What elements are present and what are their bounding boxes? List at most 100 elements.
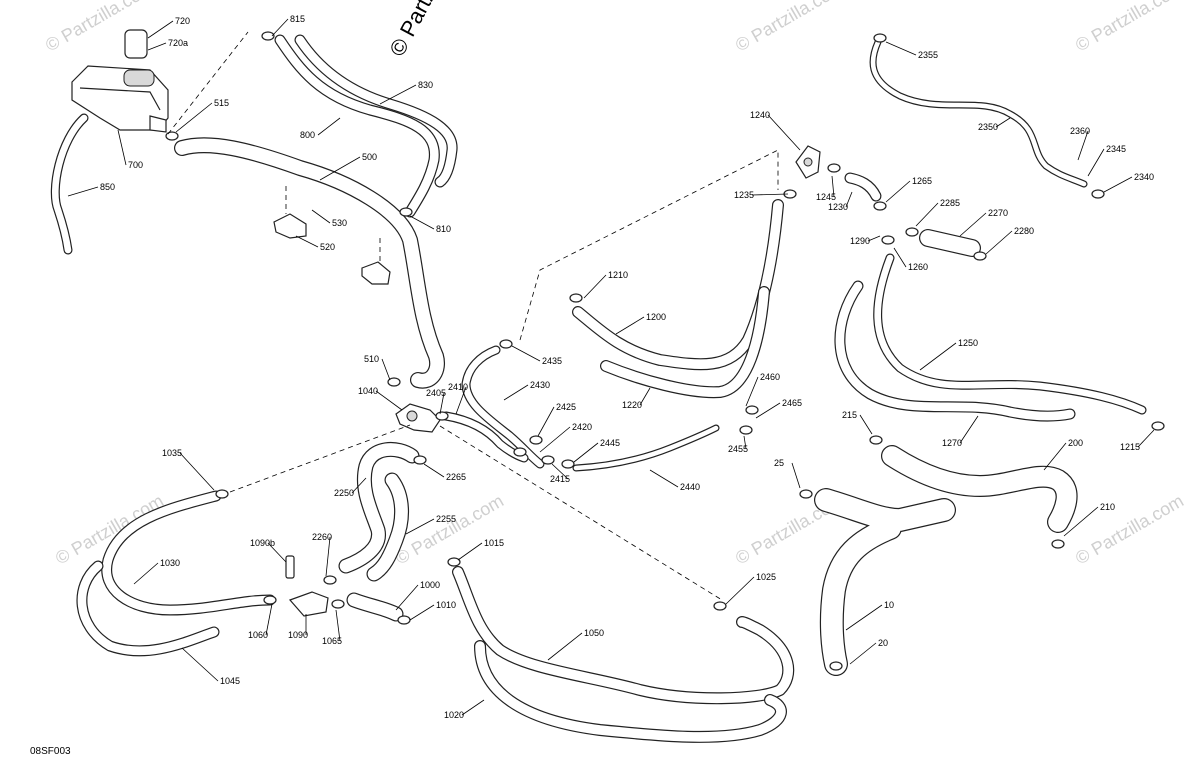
callout-label: 1035 bbox=[162, 448, 182, 458]
callout-2280: 2280 bbox=[985, 226, 1034, 255]
leader-line bbox=[405, 518, 435, 535]
clamp-2455 bbox=[739, 425, 753, 435]
hose-500 bbox=[174, 137, 445, 389]
callout-2420: 2420 bbox=[539, 422, 592, 453]
watermark-7: © Partzilla.com bbox=[1072, 490, 1187, 568]
hose-2270 bbox=[919, 229, 981, 257]
callout-label: 2340 bbox=[1134, 172, 1154, 182]
leader-line bbox=[395, 584, 419, 611]
reservoir-cap-icon bbox=[124, 29, 148, 59]
callout-label: 2445 bbox=[600, 438, 620, 448]
callout-2255: 2255 bbox=[405, 514, 456, 535]
callout-label: 2465 bbox=[782, 398, 802, 408]
leader-line bbox=[181, 647, 219, 682]
callout-1030: 1030 bbox=[133, 558, 180, 585]
callout-label: 1265 bbox=[912, 176, 932, 186]
callout-label: 25 bbox=[774, 458, 784, 468]
callout-1015: 1015 bbox=[457, 538, 504, 561]
callout-1270: 1270 bbox=[942, 415, 979, 448]
callout-label: 1260 bbox=[908, 262, 928, 272]
hose-1050 bbox=[452, 566, 795, 705]
callout-label: 20 bbox=[878, 638, 888, 648]
callout-1215: 1215 bbox=[1120, 429, 1155, 452]
leader-line bbox=[743, 435, 747, 450]
hose-200 bbox=[881, 445, 1078, 533]
leader-line bbox=[379, 84, 417, 105]
leader-line bbox=[335, 609, 341, 642]
leader-line bbox=[745, 376, 759, 407]
leader-line bbox=[767, 114, 801, 151]
partzilla-watermark: © Partzilla.com bbox=[384, 0, 476, 60]
callout-1045: 1045 bbox=[181, 647, 240, 686]
leader-line bbox=[831, 175, 835, 198]
leader-line bbox=[639, 387, 651, 406]
callout-label: 515 bbox=[214, 98, 229, 108]
leader-line bbox=[1063, 506, 1099, 537]
callout-1010: 1010 bbox=[409, 600, 456, 621]
callout-label: 530 bbox=[332, 218, 347, 228]
hose-drawings bbox=[50, 34, 1147, 743]
callout-label: 2460 bbox=[760, 372, 780, 382]
clamp-1210 bbox=[569, 293, 583, 303]
leader-line bbox=[885, 41, 917, 56]
leader-line bbox=[375, 390, 403, 411]
leader-line bbox=[409, 604, 435, 621]
leader-line bbox=[351, 477, 367, 494]
callout-label: 2250 bbox=[334, 488, 354, 498]
callout-850: 850 bbox=[67, 182, 115, 197]
hose-830 bbox=[294, 34, 458, 188]
hose-1230 bbox=[844, 172, 882, 202]
leader-line bbox=[867, 235, 881, 242]
callout-500: 500 bbox=[319, 152, 377, 181]
callout-label: 10 bbox=[884, 600, 894, 610]
leader-line bbox=[919, 342, 957, 371]
callout-1040: 1040 bbox=[358, 386, 403, 411]
callout-label: 1200 bbox=[646, 312, 666, 322]
temperature-sensor-icon bbox=[285, 555, 295, 579]
callout-label: 1240 bbox=[750, 110, 770, 120]
callout-1025: 1025 bbox=[725, 572, 776, 605]
callout-label: 500 bbox=[362, 152, 377, 162]
clamp-210 bbox=[1051, 539, 1065, 549]
hose-1020 bbox=[474, 640, 787, 743]
callout-1260: 1260 bbox=[893, 247, 928, 272]
callout-label: 2425 bbox=[556, 402, 576, 412]
callout-2465: 2465 bbox=[755, 398, 802, 419]
leader-line bbox=[615, 316, 645, 335]
callout-210: 210 bbox=[1063, 502, 1115, 537]
clamp-2435 bbox=[499, 339, 513, 349]
watermark-5: © Partzilla.com bbox=[392, 490, 507, 568]
callout-label: 1290 bbox=[850, 236, 870, 246]
callout-25: 25 bbox=[774, 458, 801, 489]
callout-2340: 2340 bbox=[1103, 172, 1154, 193]
leader-line bbox=[457, 542, 483, 561]
clamp-2460 bbox=[745, 405, 759, 415]
callout-label: 2255 bbox=[436, 514, 456, 524]
callout-label: 1030 bbox=[160, 558, 180, 568]
leader-line bbox=[845, 191, 853, 208]
callout-2265: 2265 bbox=[423, 463, 466, 482]
callout-1065: 1065 bbox=[322, 609, 342, 646]
callout-1250: 1250 bbox=[919, 338, 978, 371]
callout-label: 720a bbox=[168, 38, 188, 48]
callout-label: 850 bbox=[100, 182, 115, 192]
callout-label: 200 bbox=[1068, 438, 1083, 448]
callout-2460: 2460 bbox=[745, 372, 780, 407]
callout-label: 2280 bbox=[1014, 226, 1034, 236]
clamp-2445 bbox=[561, 459, 575, 469]
leader-line bbox=[539, 426, 571, 453]
callout-1090: 1090 bbox=[288, 614, 308, 640]
callout-2425: 2425 bbox=[537, 402, 576, 437]
hose-1220 bbox=[600, 286, 770, 399]
reference-lines bbox=[167, 31, 779, 601]
clamp-1035 bbox=[215, 489, 229, 499]
callout-720a: 720a bbox=[147, 38, 188, 51]
leader-line bbox=[1137, 429, 1155, 448]
callout-2405: 2405 bbox=[426, 388, 446, 415]
callout-label: 1045 bbox=[220, 676, 240, 686]
leader-line bbox=[791, 462, 801, 489]
callout-label: 1040 bbox=[358, 386, 378, 396]
hose-1270 bbox=[834, 280, 1076, 422]
clamp-2355 bbox=[873, 33, 887, 43]
callout-2410: 2410 bbox=[448, 382, 468, 415]
